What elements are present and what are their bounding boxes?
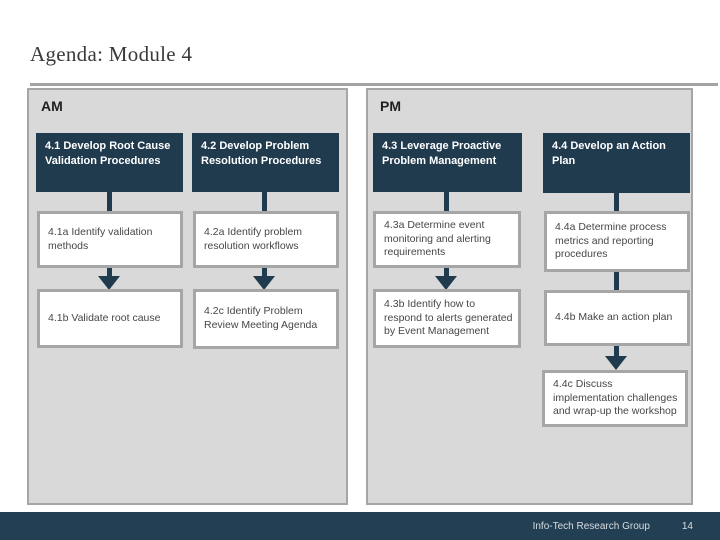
agenda-step-4-3a: 4.3a Determine event monitoring and aler… (373, 211, 521, 268)
arrow-down-icon (98, 276, 120, 290)
flow-connector-4-2 (262, 192, 267, 211)
arrow-down-icon (435, 276, 457, 290)
agenda-step-4-4c: 4.4c Discuss implementation challenges a… (542, 370, 688, 427)
agenda-step-4-2c: 4.2c Identify Problem Review Meeting Age… (193, 289, 339, 349)
flow-connector-4-4a (614, 272, 619, 290)
flow-connector-4-3a (444, 268, 449, 277)
agenda-header-4-2: 4.2 Develop Problem Resolution Procedure… (192, 133, 339, 192)
agenda-step-4-1a: 4.1a Identify validation methods (37, 211, 183, 268)
footer-page-number: 14 (681, 520, 693, 532)
agenda-step-4-2a: 4.2a Identify problem resolution workflo… (193, 211, 339, 268)
agenda-header-4-4: 4.4 Develop an Action Plan (543, 133, 690, 193)
flow-connector-4-3 (444, 192, 449, 211)
agenda-step-4-4b: 4.4b Make an action plan (544, 290, 690, 346)
agenda-step-4-3b: 4.3b Identify how to respond to alerts g… (373, 289, 521, 348)
agenda-step-4-4a: 4.4a Determine process metrics and repor… (544, 211, 690, 272)
panel-pm-label: PM (380, 98, 401, 114)
page-title: Agenda: Module 4 (30, 42, 193, 66)
flow-connector-4-1a (107, 268, 112, 277)
flow-connector-4-4 (614, 193, 619, 211)
flow-connector-4-1 (107, 192, 112, 211)
footer-brand-text: Info-Tech Research Group (532, 520, 650, 532)
footer-bar: Info-Tech Research Group 14 (0, 512, 720, 540)
flow-connector-4-4b (614, 346, 619, 357)
arrow-down-icon (605, 356, 627, 370)
agenda-header-4-3: 4.3 Leverage Proactive Problem Managemen… (373, 133, 522, 192)
arrow-down-icon (253, 276, 275, 290)
title-divider (30, 83, 718, 86)
agenda-header-4-1: 4.1 Develop Root Cause Validation Proced… (36, 133, 183, 192)
flow-connector-4-2a (262, 268, 267, 277)
agenda-step-4-1b: 4.1b Validate root cause (37, 289, 183, 348)
panel-am-label: AM (41, 98, 63, 114)
